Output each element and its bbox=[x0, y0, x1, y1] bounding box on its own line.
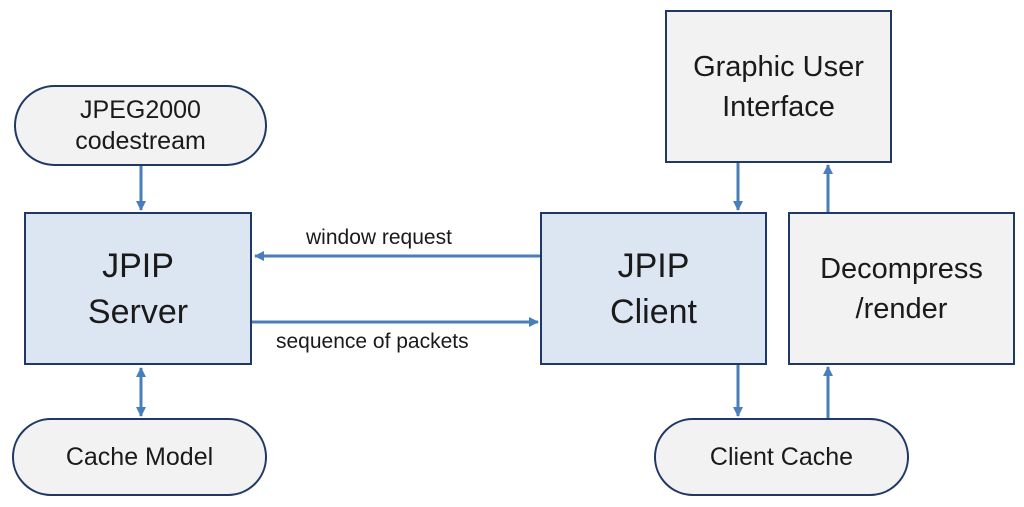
jpip-client-node: JPIP Client bbox=[540, 212, 767, 365]
graphic-user-interface-node: Graphic User Interface bbox=[665, 10, 892, 163]
jpeg2000-codestream-node: JPEG2000 codestream bbox=[14, 85, 267, 166]
jpip-server-node: JPIP Server bbox=[24, 212, 252, 365]
decompress-render-label: Decompress /render bbox=[820, 252, 983, 325]
cache-model-node: Cache Model bbox=[12, 418, 267, 496]
jpip-server-label: JPIP Server bbox=[87, 246, 189, 331]
graphic-user-interface-label: Graphic User Interface bbox=[693, 50, 864, 123]
sequence-of-packets-label: sequence of packets bbox=[276, 330, 469, 353]
jpip-client-label: JPIP Client bbox=[610, 246, 697, 331]
jpeg2000-codestream-label: JPEG2000 codestream bbox=[75, 95, 206, 155]
cache-model-label: Cache Model bbox=[65, 442, 214, 471]
client-cache-label: Client Cache bbox=[709, 442, 854, 471]
decompress-render-node: Decompress /render bbox=[788, 212, 1015, 365]
window-request-label: window request bbox=[306, 226, 452, 249]
client-cache-node: Client Cache bbox=[654, 418, 909, 496]
